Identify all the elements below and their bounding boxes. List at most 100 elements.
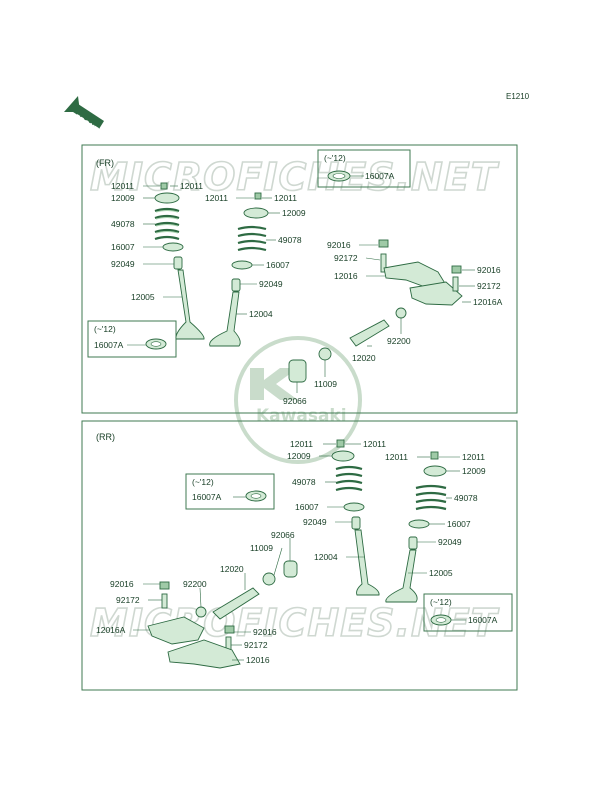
fr-note-top-part: 16007A: [365, 171, 395, 181]
front-arrow-icon: FRONT: [64, 96, 104, 134]
spring-seat-icon: [231, 260, 253, 270]
section-rr: (RR) (~'12) 16007A (~'12) 16007A: [81, 420, 518, 691]
rr-note-top-title: (~'12): [192, 477, 214, 487]
stem-seal-icon: [231, 278, 241, 292]
rr-label-10: 12009: [462, 466, 486, 476]
fr-label-21: 92200: [387, 336, 411, 346]
fr-label-17: 12016: [334, 271, 358, 281]
fr-label-18: 92016: [477, 265, 501, 275]
watermark-top: MICROFICHES.NET: [90, 155, 500, 199]
brand-logo-text: Kawasaki: [256, 406, 347, 426]
spring-seat-icon: [408, 519, 430, 529]
rr-label-4: 49078: [292, 477, 316, 487]
rocker-arm-icon: [409, 281, 463, 306]
valve-key-icon: [430, 451, 439, 460]
rr-label-7: 12004: [314, 552, 338, 562]
plug-icon: [288, 359, 307, 383]
spring-retainer-icon: [243, 207, 269, 219]
fr-label-9: 12011: [274, 193, 297, 203]
fr-note-left-part: 16007A: [94, 340, 124, 350]
plug-icon: [283, 560, 298, 578]
rr-label-3: 12009: [287, 451, 311, 461]
section-fr: (FR) (~'12) 16007A (~'12) 16007A: [81, 144, 518, 414]
rr-label-17: 12020: [220, 564, 244, 574]
section-rr-label: (RR): [96, 432, 115, 442]
intake-valve-icon: [354, 529, 380, 596]
valve-key-icon: [254, 192, 262, 200]
fr-label-10: 12009: [282, 208, 306, 218]
stem-seal-icon: [408, 536, 418, 550]
nut-icon: [451, 265, 462, 274]
valve-key-icon: [336, 439, 345, 448]
fr-label-15: 92016: [327, 240, 351, 250]
fr-note-top: (~'12) 16007A: [317, 149, 411, 188]
o-ring-icon: [395, 307, 407, 319]
fr-label-16: 92172: [334, 253, 358, 263]
rr-label-9: 12011: [462, 452, 485, 462]
exhaust-valve-icon: [175, 269, 205, 340]
rr-note-top-part: 16007A: [192, 492, 222, 502]
nut-icon: [159, 581, 170, 590]
fr-label-7: 12005: [131, 292, 155, 302]
rr-note-right-part: 16007A: [468, 615, 498, 625]
fr-label-24: 92066: [283, 396, 307, 406]
spring-seat-icon: [343, 502, 365, 512]
spring-seat-icon: [162, 242, 184, 252]
rr-note-right: (~'12) 16007A: [423, 593, 513, 632]
rr-valve-stack-left: [331, 439, 380, 596]
fr-label-19: 92172: [477, 281, 501, 291]
fr-label-2: 12011: [180, 181, 203, 191]
rr-label-11: 49078: [454, 493, 478, 503]
fr-label-8: 12011: [205, 193, 228, 203]
fr-note-top-title: (~'12): [324, 153, 346, 163]
rr-label-19: 92200: [183, 579, 207, 589]
exhaust-valve-icon: [385, 549, 418, 603]
rocker-shaft-icon: [212, 587, 260, 620]
adjust-screw-icon: [380, 253, 387, 273]
rr-label-12: 16007: [447, 519, 471, 529]
valve-spring-icon: [154, 207, 180, 241]
rr-label-22: 92016: [253, 627, 277, 637]
rr-label-14: 12005: [429, 568, 453, 578]
fr-label-1: 12011: [111, 181, 134, 191]
rr-label-21: 12016A: [96, 625, 126, 635]
rocker-arm-icon: [147, 616, 205, 645]
section-fr-frame: [81, 144, 518, 414]
rr-label-2: 12011: [363, 439, 386, 449]
section-fr-label: (FR): [96, 158, 114, 168]
rr-label-18: 92016: [110, 579, 134, 589]
stem-seal-icon: [351, 516, 361, 530]
rr-rocker-assembly: [147, 560, 298, 669]
o-ring-icon: [195, 606, 207, 618]
intake-valve-icon: [209, 291, 241, 347]
fr-valve-stack-right: [209, 192, 269, 347]
valve-spring-icon: [237, 225, 267, 252]
valve-spring-icon: [415, 484, 447, 511]
rr-note-right-title: (~'12): [430, 597, 452, 607]
fr-label-22: 12020: [352, 353, 376, 363]
rr-label-5: 16007: [295, 502, 319, 512]
stem-seal-icon: [173, 256, 183, 270]
fr-label-11: 49078: [278, 235, 302, 245]
spring-retainer-icon: [423, 465, 447, 477]
diagram-code: E1210: [506, 92, 530, 101]
rr-label-13: 92049: [438, 537, 462, 547]
fr-label-6: 92049: [111, 259, 135, 269]
fr-label-13: 92049: [259, 279, 283, 289]
fr-label-4: 49078: [111, 219, 135, 229]
valve-key-icon: [160, 182, 168, 190]
fr-valve-stack-left: [154, 182, 205, 340]
rr-label-20: 92172: [116, 595, 140, 605]
fr-rocker-assembly: [288, 239, 463, 383]
spring-retainer-icon: [154, 192, 180, 204]
fr-note-left: (~'12) 16007A: [87, 320, 177, 358]
fr-note-left-title: (~'12): [94, 324, 116, 334]
fr-label-12: 16007: [266, 260, 290, 270]
rocker-arm-icon: [167, 639, 241, 669]
adjust-screw-icon: [161, 593, 168, 609]
rr-label-1: 12011: [290, 439, 313, 449]
rr-label-8: 12011: [385, 452, 408, 462]
rr-valve-stack-right: [385, 451, 447, 603]
section-rr-frame: [81, 420, 518, 691]
